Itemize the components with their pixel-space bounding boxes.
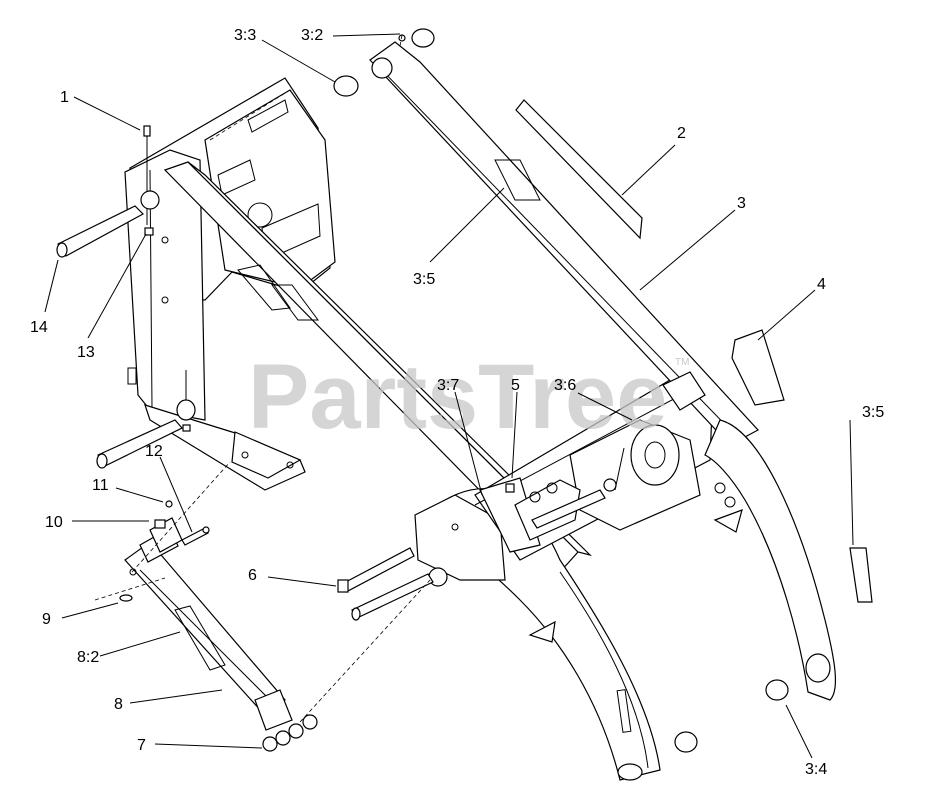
leader-lines bbox=[44, 33, 854, 759]
callout-6: 6 bbox=[248, 567, 257, 584]
callout-1: 1 bbox=[60, 89, 69, 106]
callout-14: 14 bbox=[30, 319, 48, 336]
grease-fitting-3-2 bbox=[398, 34, 406, 42]
cotter-pin-9 bbox=[119, 594, 133, 602]
callout-3-5-right: 3:5 bbox=[862, 404, 884, 421]
grease-fitting-11 bbox=[165, 500, 173, 508]
left-loader-arm bbox=[163, 161, 661, 781]
bolt-1 bbox=[140, 125, 160, 225]
right-loader-arm bbox=[369, 41, 837, 701]
callout-3-4: 3:4 bbox=[805, 761, 827, 778]
nut-13 bbox=[144, 227, 154, 236]
pin-lower bbox=[351, 573, 434, 621]
callout-3-2: 3:2 bbox=[301, 27, 323, 44]
decal-4 bbox=[731, 329, 785, 406]
callout-3-3: 3:3 bbox=[234, 27, 256, 44]
callout-5: 5 bbox=[511, 377, 520, 394]
assembly-line bbox=[131, 461, 231, 573]
bushing-3-4 bbox=[765, 679, 789, 701]
callout-3: 3 bbox=[737, 195, 746, 212]
callout-8-2: 8:2 bbox=[77, 649, 99, 666]
decal-2 bbox=[515, 99, 643, 240]
bolt-6 bbox=[337, 547, 415, 593]
callout-13: 13 bbox=[77, 344, 95, 361]
cylinder-bracket bbox=[505, 419, 701, 541]
callout-3-7: 3:7 bbox=[437, 377, 459, 394]
bushing-3-3 bbox=[333, 75, 359, 97]
callout-9: 9 bbox=[42, 611, 51, 628]
callout-2: 2 bbox=[677, 125, 686, 142]
lower-pin bbox=[96, 370, 196, 469]
callout-3-5: 3:5 bbox=[413, 271, 435, 288]
pivot-pin-14 bbox=[56, 205, 144, 258]
callout-11: 11 bbox=[92, 477, 109, 494]
assembly-line bbox=[299, 579, 431, 723]
callout-4: 4 bbox=[817, 276, 826, 293]
pin-12 bbox=[181, 526, 210, 546]
callout-10: 10 bbox=[45, 514, 63, 531]
callout-8: 8 bbox=[114, 696, 123, 713]
watermark-text: PartsTree bbox=[248, 346, 667, 448]
decal-3-5-right bbox=[849, 547, 873, 603]
callout-12: 12 bbox=[145, 443, 163, 460]
bushing-lower-left bbox=[674, 731, 698, 753]
callout-3-6: 3:6 bbox=[554, 377, 576, 394]
washers-7 bbox=[262, 714, 318, 752]
bushing-top bbox=[411, 28, 435, 48]
assembly-line bbox=[399, 34, 403, 47]
assembly-line bbox=[94, 577, 166, 601]
callout-7: 7 bbox=[137, 737, 146, 754]
watermark-trademark: TM bbox=[675, 357, 689, 368]
